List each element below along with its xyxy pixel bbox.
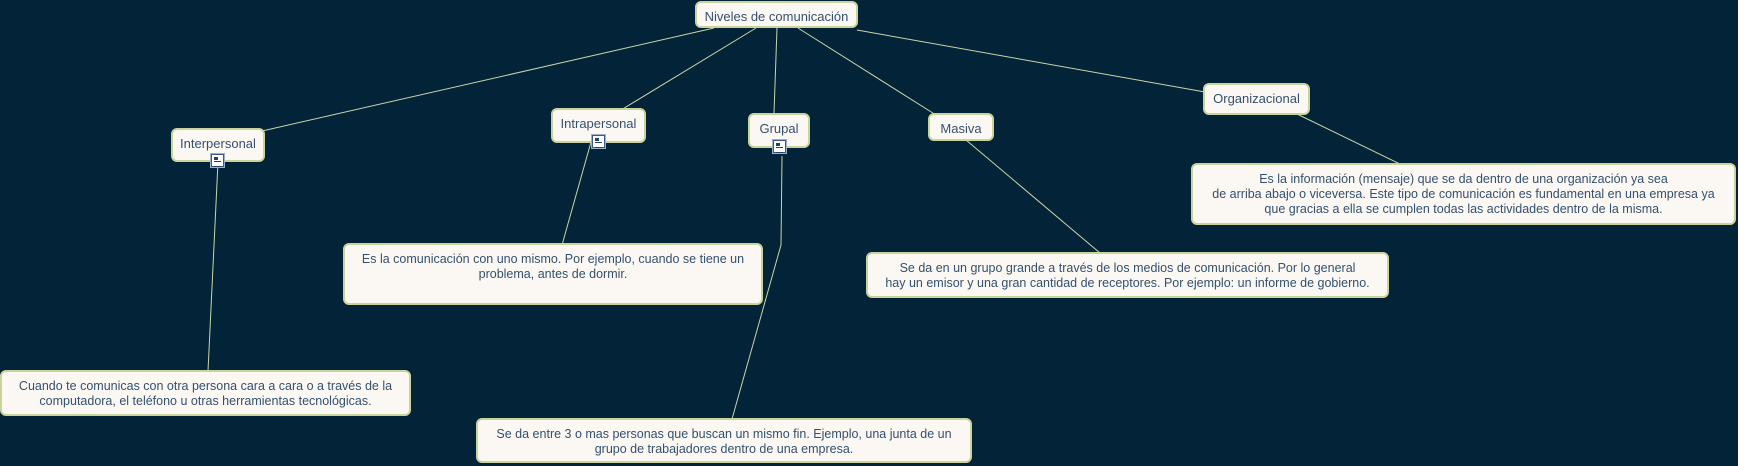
link-root-organizacional bbox=[856, 29, 1206, 93]
concept-grupal-label: Grupal bbox=[759, 121, 799, 136]
document-icon[interactable] bbox=[772, 139, 787, 154]
description-interpersonal[interactable]: Cuando te comunicas con otra persona car… bbox=[0, 370, 411, 416]
link-organizacional-desc bbox=[1296, 113, 1401, 165]
document-icon[interactable] bbox=[210, 153, 225, 168]
description-masiva[interactable]: Se da en un grupo grande a través de los… bbox=[866, 252, 1389, 298]
concept-masiva-label: Masiva bbox=[940, 121, 982, 136]
link-root-masiva bbox=[797, 27, 937, 116]
link-intrapersonal-desc bbox=[561, 141, 592, 246]
root-concept[interactable]: Niveles de comunicación bbox=[695, 1, 858, 28]
concept-masiva[interactable]: Masiva bbox=[928, 113, 994, 141]
description-organizacional-line: que gracias a ella se cumplen todas las … bbox=[1264, 202, 1663, 216]
link-root-interpersonal bbox=[261, 27, 715, 132]
concept-interpersonal-label: Interpersonal bbox=[180, 136, 256, 151]
description-interpersonal-text: Cuando te comunicas con otra persona car… bbox=[18, 379, 393, 408]
link-grupal-desc bbox=[731, 155, 783, 420]
description-masiva-line: Se da en un grupo grande a través de los… bbox=[899, 261, 1356, 275]
description-grupal-text: Se da entre 3 o mas personas que buscan … bbox=[496, 427, 952, 456]
document-icon[interactable] bbox=[591, 134, 606, 149]
concept-organizacional[interactable]: Organizacional bbox=[1203, 83, 1310, 115]
link-root-grupal bbox=[773, 27, 778, 114]
description-organizacional-line: de arriba abajo o viceversa. Este tipo d… bbox=[1212, 187, 1715, 201]
link-interpersonal-desc bbox=[207, 161, 219, 372]
link-root-intrapersonal bbox=[620, 27, 757, 111]
root-concept-label: Niveles de comunicación bbox=[704, 9, 849, 24]
description-organizacional[interactable]: Es la información (mensaje) que se da de… bbox=[1191, 163, 1736, 225]
description-masiva-line: hay un emisor y una gran cantidad de rec… bbox=[885, 276, 1370, 290]
link-masiva-desc bbox=[965, 139, 1101, 254]
concept-grupal[interactable]: Grupal bbox=[748, 113, 810, 148]
description-intrapersonal[interactable]: Es la comunicación con uno mismo. Por ej… bbox=[343, 243, 763, 305]
description-intrapersonal-text: Es la comunicación con uno mismo. Por ej… bbox=[361, 252, 745, 281]
concept-intrapersonal[interactable]: Intrapersonal bbox=[551, 108, 646, 143]
concept-organizacional-label: Organizacional bbox=[1213, 91, 1300, 106]
description-grupal[interactable]: Se da entre 3 o mas personas que buscan … bbox=[476, 418, 972, 463]
concept-intrapersonal-label: Intrapersonal bbox=[560, 116, 637, 131]
description-organizacional-line: Es la información (mensaje) que se da de… bbox=[1259, 172, 1668, 186]
